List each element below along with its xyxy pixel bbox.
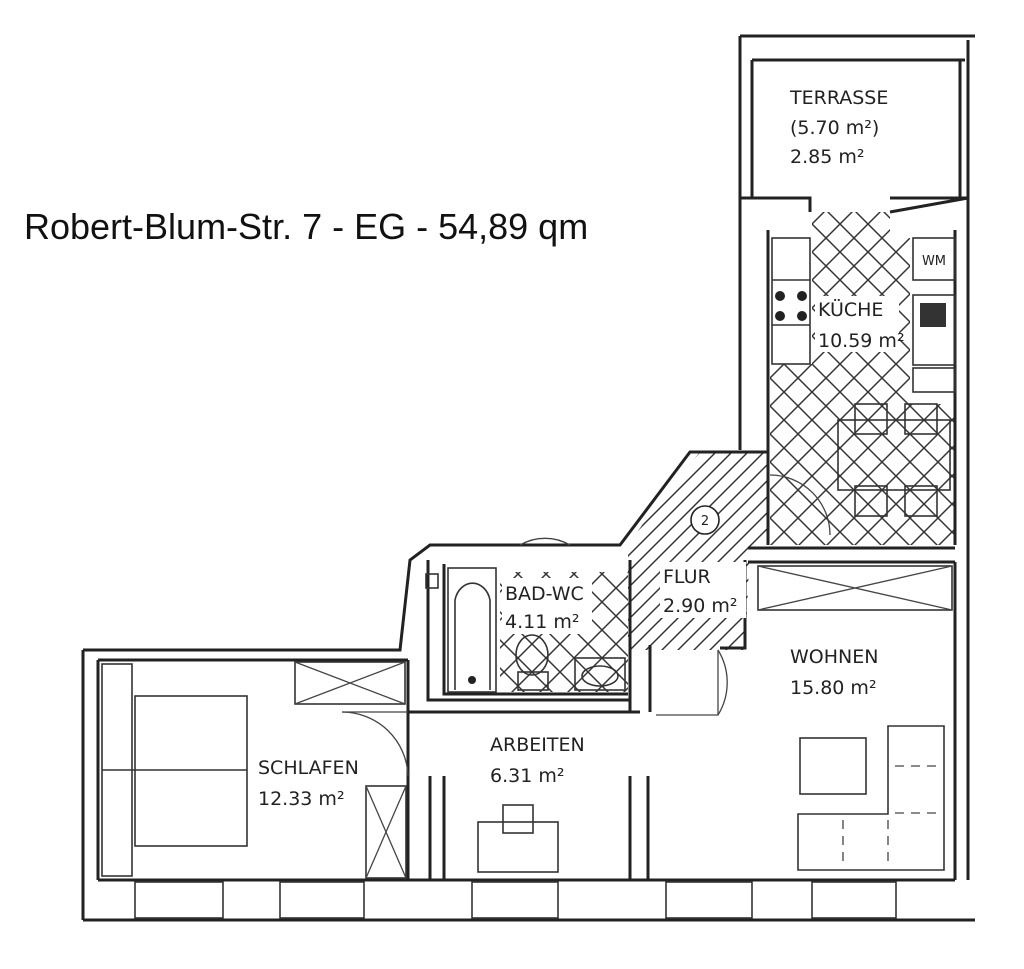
room-name-arbeiten: ARBEITEN xyxy=(490,734,585,756)
door-swings xyxy=(341,474,831,777)
room-name-bad: BAD-WC xyxy=(505,583,584,605)
kitchen-tile-floor xyxy=(770,212,955,545)
armchair-table xyxy=(799,737,867,795)
bed xyxy=(101,663,248,877)
wardrobes xyxy=(294,565,953,879)
room-area-wohnen: 15.80 m² xyxy=(790,677,877,699)
room-area-bad: 4.11 m² xyxy=(505,611,579,633)
room-name-flur: FLUR xyxy=(663,566,711,588)
windows xyxy=(134,881,897,919)
hall-hatched-floor xyxy=(628,452,768,650)
room-area-kueche: 10.59 m² xyxy=(818,330,905,352)
room-name-wohnen: WOHNEN xyxy=(790,646,878,668)
hall-marker-number: 2 xyxy=(701,514,709,529)
washbasin xyxy=(574,657,626,691)
sofa xyxy=(797,725,945,871)
washing-machine-label: WM xyxy=(922,254,946,269)
toilet xyxy=(515,634,549,691)
room-area-arbeiten: 6.31 m² xyxy=(490,765,564,787)
room-name-kueche: KÜCHE xyxy=(818,298,883,321)
dining-table xyxy=(837,403,951,517)
room-area-schlafen: 12.33 m² xyxy=(258,788,345,810)
kitchen-counter xyxy=(771,237,956,393)
room-name-terrasse: TERRASSE xyxy=(789,87,888,109)
room-area-terrasse: 2.85 m² xyxy=(790,146,864,168)
plan-title: Robert-Blum-Str. 7 - EG - 54,89 qm xyxy=(24,206,589,247)
room-area-flur: 2.90 m² xyxy=(663,595,737,617)
bathtub xyxy=(447,567,497,693)
interior-walls xyxy=(406,230,957,880)
room-area-alt-terrasse: (5.70 m²) xyxy=(790,117,879,139)
exterior-walls xyxy=(81,34,975,922)
desk xyxy=(477,804,559,873)
room-name-schlafen: SCHLAFEN xyxy=(258,757,359,779)
shaft xyxy=(425,573,439,589)
hall-marker: 2 xyxy=(690,505,720,535)
